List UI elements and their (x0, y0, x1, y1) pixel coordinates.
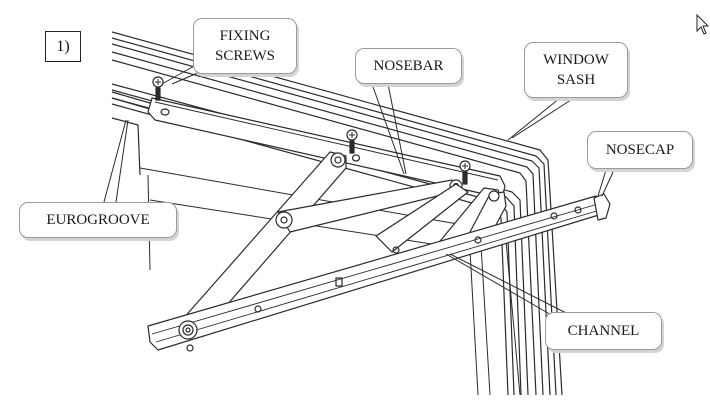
channel (147, 195, 605, 352)
hinge-arm-short (375, 183, 469, 253)
step-number-label: 1) (56, 38, 70, 55)
screw-icon (346, 129, 358, 154)
callout-channel-label: CHANNEL (567, 323, 640, 339)
screw-icon (459, 160, 471, 185)
screw-icon (152, 76, 164, 101)
callout-channel: CHANNEL (545, 312, 662, 350)
callout-window-sash-line2: SASH (556, 72, 596, 88)
step-number-box: 1) (45, 31, 81, 62)
eurogroove (111, 91, 151, 176)
mouse-pointer-icon (696, 14, 710, 35)
callout-fixing-screws-line2: SCREWS (214, 48, 275, 64)
callout-eurogroove-label: EUROGROOVE (46, 212, 150, 228)
window-frame (111, 31, 563, 396)
callout-fixing-screws: FIXING SCREWS (193, 18, 297, 74)
callout-window-sash: WINDOW SASH (524, 42, 628, 98)
callout-eurogroove: EUROGROOVE (19, 202, 177, 238)
callout-nosecap-label: NOSECAP (605, 142, 675, 158)
callout-nosecap: NOSECAP (587, 131, 693, 169)
callout-nosebar-label: NOSEBAR (373, 58, 444, 74)
callout-window-sash-line1: WINDOW (543, 52, 609, 68)
callout-nosebar: NOSEBAR (355, 48, 462, 84)
callout-fixing-screws-line1: FIXING (219, 28, 271, 44)
